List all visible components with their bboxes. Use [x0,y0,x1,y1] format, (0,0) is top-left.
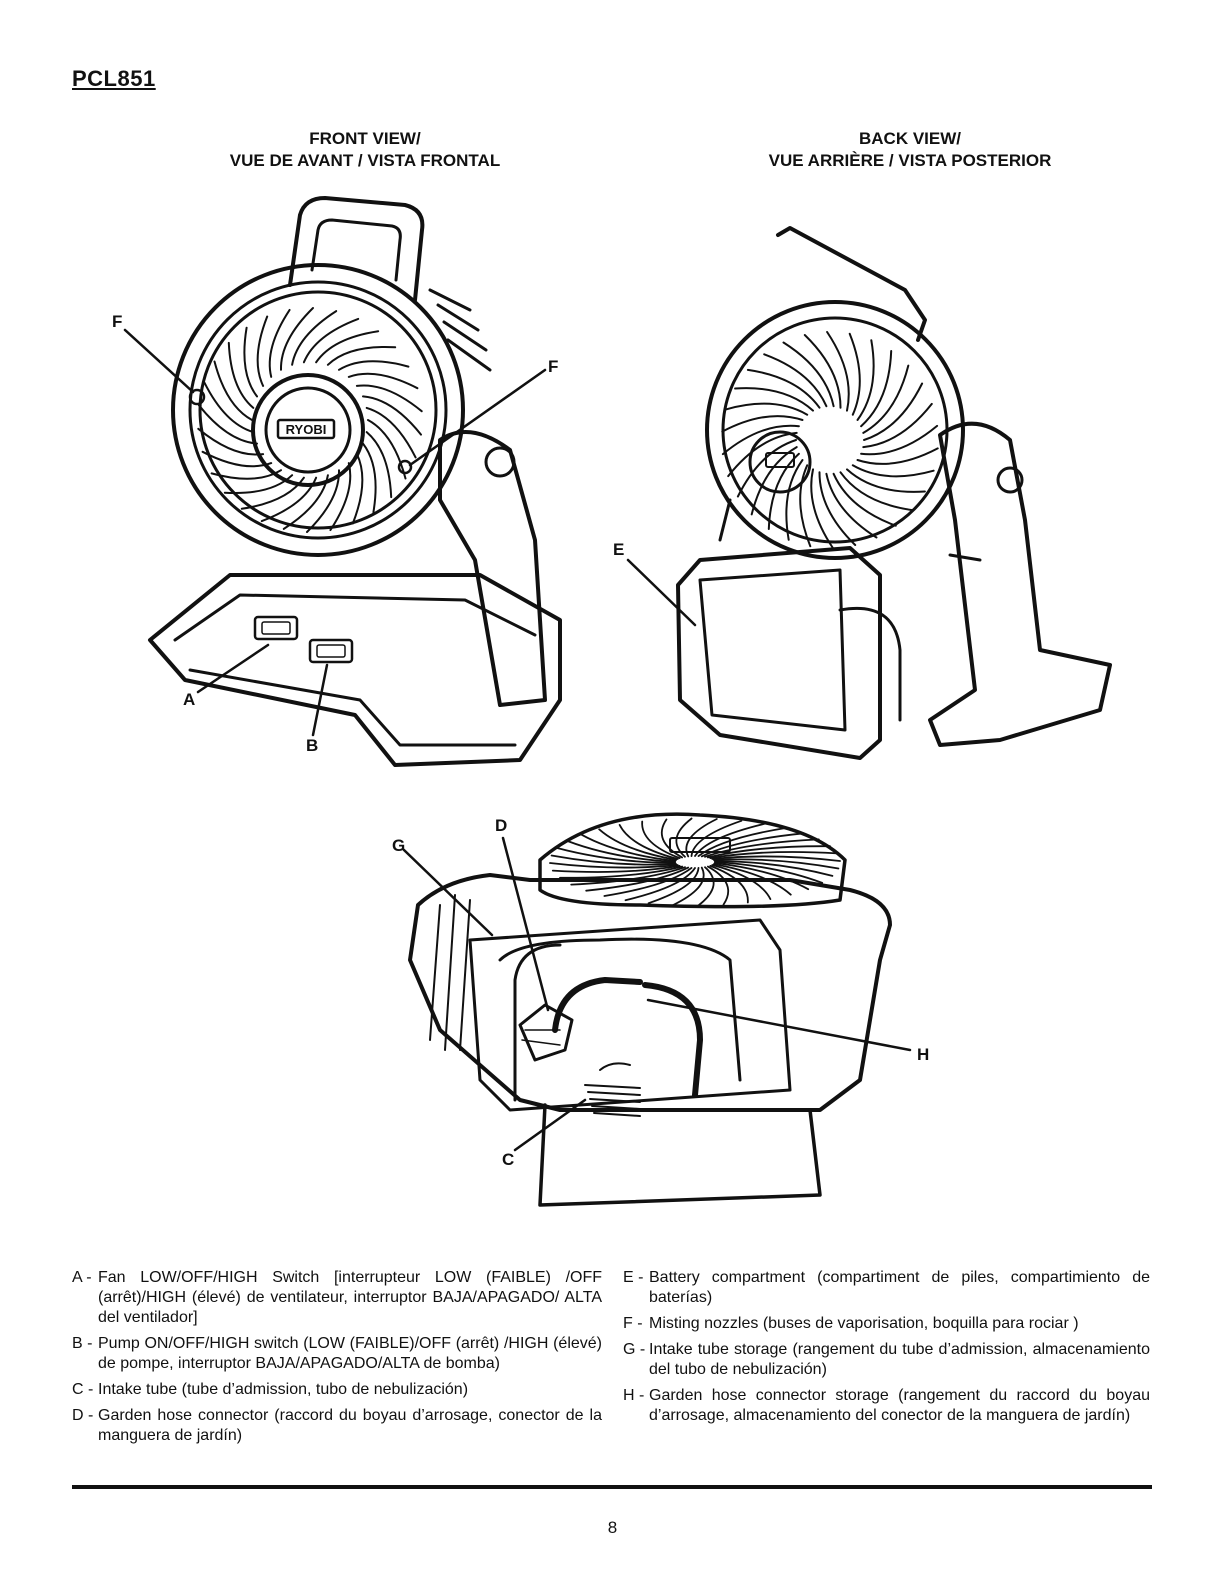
callout-a: A [183,690,196,709]
legend-item-b: B -Pump ON/OFF/HIGH switch (LOW (FAIBLE)… [72,1335,602,1372]
front-view-illustration: RYOBI [123,196,562,767]
legend-item-a: A -Fan LOW/OFF/HIGH Switch [interrupteur… [72,1269,602,1326]
legend-item-g: G -Intake tube storage (rangement du tub… [623,1341,1150,1378]
back-view-illustration [626,226,1112,760]
back-view-title-line1: BACK VIEW/ [859,129,961,148]
front-view-title-line1: FRONT VIEW/ [309,129,421,148]
legend-item-c: C -Intake tube (tube d’admission, tubo d… [72,1381,469,1398]
model-number: PCL851 [72,66,156,91]
back-view-title: BACK VIEW/ VUE ARRIÈRE / VISTA POSTERIOR [760,128,1060,172]
callout-b: B [306,736,319,755]
callout-f-left: F [112,312,123,331]
back-view-title-line2: VUE ARRIÈRE / VISTA POSTERIOR [768,151,1052,170]
callout-h: H [917,1045,930,1064]
page-number: 8 [607,1518,618,1537]
bottom-view-illustration [402,812,912,1207]
callout-d: D [495,816,508,835]
legend-right-column: E -Battery compartment (compartiment de … [623,1268,1150,1432]
ryobi-logo: RYOBI [286,422,327,437]
legend-item-h: H -Garden hose connector storage (rangem… [623,1387,1150,1424]
callout-f-right: F [548,357,559,376]
callout-c: C [502,1150,515,1169]
callout-e: E [613,540,625,559]
legend-item-e: E -Battery compartment (compartiment de … [623,1269,1150,1306]
front-view-title-line2: VUE DE AVANT / VISTA FRONTAL [229,151,501,170]
legend-left-column: A -Fan LOW/OFF/HIGH Switch [interrupteur… [72,1268,602,1452]
callout-g: G [392,836,406,855]
legend-item-d: D -Garden hose connector (raccord du boy… [72,1407,602,1444]
footer-rule [72,1485,1152,1489]
product-illustrations: RYOBI [123,196,1112,1207]
front-view-title: FRONT VIEW/ VUE DE AVANT / VISTA FRONTAL [215,128,515,172]
legend-item-f: F -Misting nozzles (buses de vaporisatio… [623,1315,1079,1332]
